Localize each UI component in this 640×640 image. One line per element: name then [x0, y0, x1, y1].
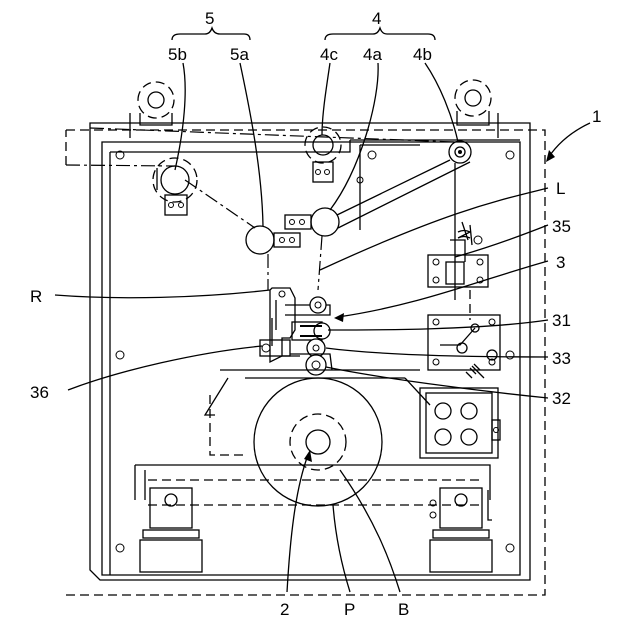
roller-4a	[285, 208, 339, 236]
label-4a: 4a	[363, 45, 382, 64]
paper-roll	[220, 370, 420, 506]
roller-4b	[449, 141, 471, 163]
label-5: 5	[205, 9, 214, 28]
label-1: 1	[592, 107, 601, 126]
label-L: L	[556, 179, 565, 198]
label-4b: 4b	[413, 45, 432, 64]
label-36: 36	[30, 383, 49, 402]
roller-5a	[246, 226, 300, 254]
roller-5b	[153, 158, 197, 215]
label-4: 4	[372, 9, 381, 28]
label-31: 31	[552, 311, 571, 330]
label-R: R	[30, 287, 42, 306]
label-B: B	[398, 600, 409, 619]
lift-rings	[138, 80, 491, 182]
bottom-carriage	[135, 465, 492, 572]
label-4c: 4c	[320, 45, 338, 64]
motor-block	[420, 388, 500, 458]
reference-labels: 5 5b 5a 4 4c 4a 4b 1 L 35 3 31 33 32 R 3…	[30, 9, 601, 619]
label-32: 32	[552, 389, 571, 408]
cutting-unit	[260, 288, 332, 375]
label-2: 2	[280, 600, 289, 619]
label-35: 35	[552, 217, 571, 236]
web-path	[66, 128, 470, 455]
label-5b: 5b	[168, 45, 187, 64]
tension-mechanism	[428, 222, 500, 378]
label-33: 33	[552, 349, 571, 368]
label-5a: 5a	[230, 45, 249, 64]
label-P: P	[344, 600, 355, 619]
label-3: 3	[556, 253, 565, 272]
